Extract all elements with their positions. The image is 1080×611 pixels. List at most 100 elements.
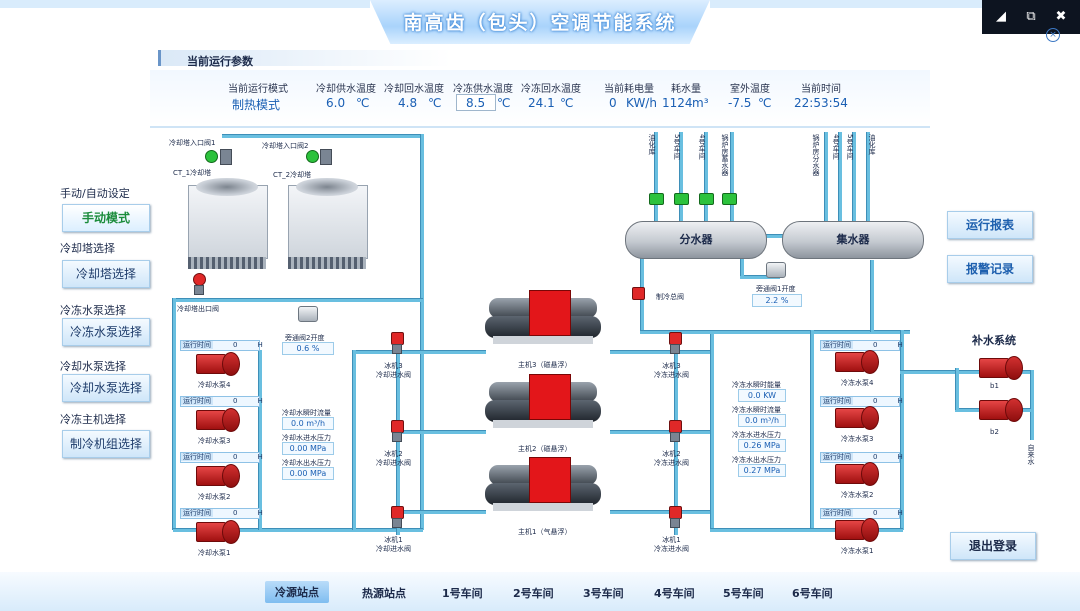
valve-actuator-icon [392, 344, 402, 354]
chilled-pump-3[interactable] [835, 406, 879, 430]
nav-tab-2[interactable]: 1号车间 [442, 587, 483, 600]
bypass-valve-1-unit: % [780, 296, 789, 305]
param-water-label: 耗水量 [671, 84, 701, 95]
tower-inlet-valve-1[interactable] [205, 150, 218, 163]
cooling-pump-select-button[interactable]: 冷却水泵选择 [62, 374, 150, 402]
cooling-out-pressure-label: 冷却水出水压力 [282, 459, 331, 467]
supply-branch-valve-1[interactable] [674, 193, 689, 205]
close-icon[interactable]: ✖ [1055, 9, 1067, 24]
manual-mode-button[interactable]: 手动模式 [62, 204, 150, 232]
nav-tab-3[interactable]: 2号车间 [513, 587, 554, 600]
cooling-out-pressure-unit: MPa [310, 469, 327, 478]
cooling-pump-4[interactable] [196, 352, 240, 376]
bypass-valve-1[interactable] [766, 262, 786, 278]
supply-tank[interactable]: 分水器 [625, 221, 767, 259]
chiller-select-button[interactable]: 制冷机组选择 [62, 430, 150, 458]
param-cool-return-unit: ℃ [428, 96, 442, 110]
sidebar-label-cooling-pump: 冷却水泵选择 [60, 360, 126, 373]
runtime-unit: H [257, 509, 263, 517]
runtime-label: 运行时间 [821, 509, 853, 517]
cooling-pump-1[interactable] [196, 520, 240, 544]
cooling-in-pressure-unit: MPa [310, 444, 327, 453]
cooling-tower-1[interactable] [188, 185, 268, 259]
cooling-flow-unit: m³/h [306, 419, 326, 428]
nav-tab-4[interactable]: 3号车间 [583, 587, 624, 600]
chilled-pump-1[interactable] [835, 518, 879, 542]
bypass-valve-2-number: 0.6 [296, 344, 310, 353]
pipe [396, 350, 486, 354]
nav-tab-0[interactable]: 冷源站点 [265, 581, 329, 603]
param-time-value: 22:53:54 [794, 96, 848, 110]
param-cool-supply-label: 冷却供水温度 [316, 84, 376, 95]
bypass-valve-2-value: 0.6 % [282, 342, 334, 355]
nav-tab-6[interactable]: 5号车间 [723, 587, 764, 600]
runtime-value: 0 [873, 397, 878, 405]
resize-icon[interactable]: ⧉ [1026, 9, 1036, 24]
nav-tab-5[interactable]: 4号车间 [654, 587, 695, 600]
runtime-unit: H [897, 397, 903, 405]
pipe [838, 132, 842, 224]
return-branch-label-0: 锅炉房分水器 [812, 134, 820, 176]
cooling-pump-2[interactable] [196, 464, 240, 488]
chilled-flow-unit: m³/h [760, 416, 780, 425]
supply-branch-valve-3[interactable] [722, 193, 737, 205]
cooling-out-pressure-value: 0.00 MPa [282, 467, 334, 480]
pipe [352, 350, 356, 530]
param-cool-supply-unit: ℃ [356, 96, 370, 110]
close-circle-icon[interactable]: × [1046, 28, 1060, 42]
chiller-2[interactable] [483, 372, 603, 430]
logout-button[interactable]: 退出登录 [950, 532, 1036, 560]
chiller-1[interactable] [483, 455, 603, 513]
alarm-record-button[interactable]: 报警记录 [947, 255, 1033, 283]
param-chill-supply-box[interactable] [456, 94, 496, 111]
runtime-value: 0 [873, 341, 878, 349]
valve-actuator-icon [320, 149, 332, 165]
main-valve[interactable] [632, 287, 645, 300]
supply-branch-valve-0[interactable] [649, 193, 664, 205]
pipe [640, 330, 870, 334]
supply-branch-label-1: 5号车间 [673, 134, 681, 160]
pipe [640, 238, 644, 330]
sidebar-label-chiller: 冷冻主机选择 [60, 413, 126, 426]
pipe [870, 260, 874, 332]
section-header: 当前运行参数 [158, 50, 451, 68]
return-tank[interactable]: 集水器 [782, 221, 924, 259]
runtime-label: 运行时间 [181, 397, 213, 405]
runtime-unit: H [257, 453, 263, 461]
bypass-valve-2[interactable] [298, 306, 318, 322]
chilled-pump-label-2: 冷冻水泵2 [841, 491, 874, 499]
tower-inlet-valve-2[interactable] [306, 150, 319, 163]
chilled-pump-2[interactable] [835, 462, 879, 486]
tower-select-button[interactable]: 冷却塔选择 [62, 260, 150, 288]
valve-actuator-icon [392, 518, 402, 528]
return-branch-label-3: 油化库 [868, 134, 876, 155]
ct1-label: CT_1冷却塔 [173, 169, 212, 177]
chilled-pump-select-button[interactable]: 冷冻水泵选择 [62, 318, 150, 346]
param-chill-supply-unit: ℃ [497, 96, 511, 110]
cooling-pump-3[interactable] [196, 408, 240, 432]
cooling-tower-2[interactable] [288, 185, 368, 259]
nav-tab-1[interactable]: 热源站点 [362, 587, 406, 600]
chilled-pump-4[interactable] [835, 350, 879, 374]
chilled-flow-number: 0.0 [744, 416, 758, 425]
page-title: 南高齿（包头）空调节能系统 [403, 12, 677, 34]
chiller-3[interactable] [483, 288, 603, 346]
param-water-unit: m³ [692, 96, 709, 110]
sidebar-label-tower: 冷却塔选择 [60, 242, 115, 255]
supply-branch-valve-2[interactable] [699, 193, 714, 205]
nav-tab-7[interactable]: 6号车间 [792, 587, 833, 600]
tower-inlet-valve-1-label: 冷却塔入口阀1 [169, 139, 216, 147]
makeup-pump-b1[interactable] [979, 356, 1023, 380]
runtime-label: 运行时间 [821, 453, 853, 461]
makeup-pump-b2[interactable] [979, 398, 1023, 422]
title-deco-right [710, 0, 1080, 8]
pipe [1030, 370, 1034, 440]
chilled-flow-value: 0.0 m³/h [738, 414, 786, 427]
cast-icon[interactable]: ◢ [996, 9, 1006, 24]
chilled-energy-unit: KW [763, 391, 777, 400]
report-button[interactable]: 运行报表 [947, 211, 1033, 239]
